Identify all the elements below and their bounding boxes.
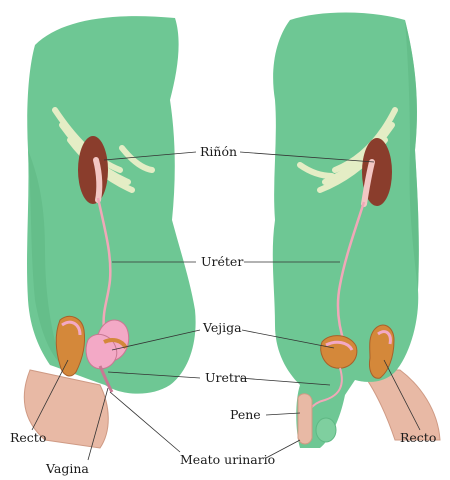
label-ureter: Uréter xyxy=(201,255,243,269)
label-rinon: Riñón xyxy=(200,145,237,159)
label-recto-right: Recto xyxy=(400,431,436,445)
label-recto-left: Recto xyxy=(10,431,46,445)
female-kidney xyxy=(78,136,108,204)
label-vagina: Vagina xyxy=(46,462,89,476)
label-pene: Pene xyxy=(230,408,261,422)
leader-meato-left xyxy=(110,392,180,452)
male-testis xyxy=(316,418,336,442)
leader-pene xyxy=(266,413,300,415)
male-penis xyxy=(298,394,312,444)
label-meato-urinario: Meato urinario xyxy=(180,453,275,467)
female-renal-pelvis xyxy=(96,160,99,200)
male-bladder xyxy=(321,336,357,369)
label-vejiga: Vejiga xyxy=(203,321,242,335)
female-figure xyxy=(24,16,195,448)
label-uretra: Uretra xyxy=(205,371,247,385)
